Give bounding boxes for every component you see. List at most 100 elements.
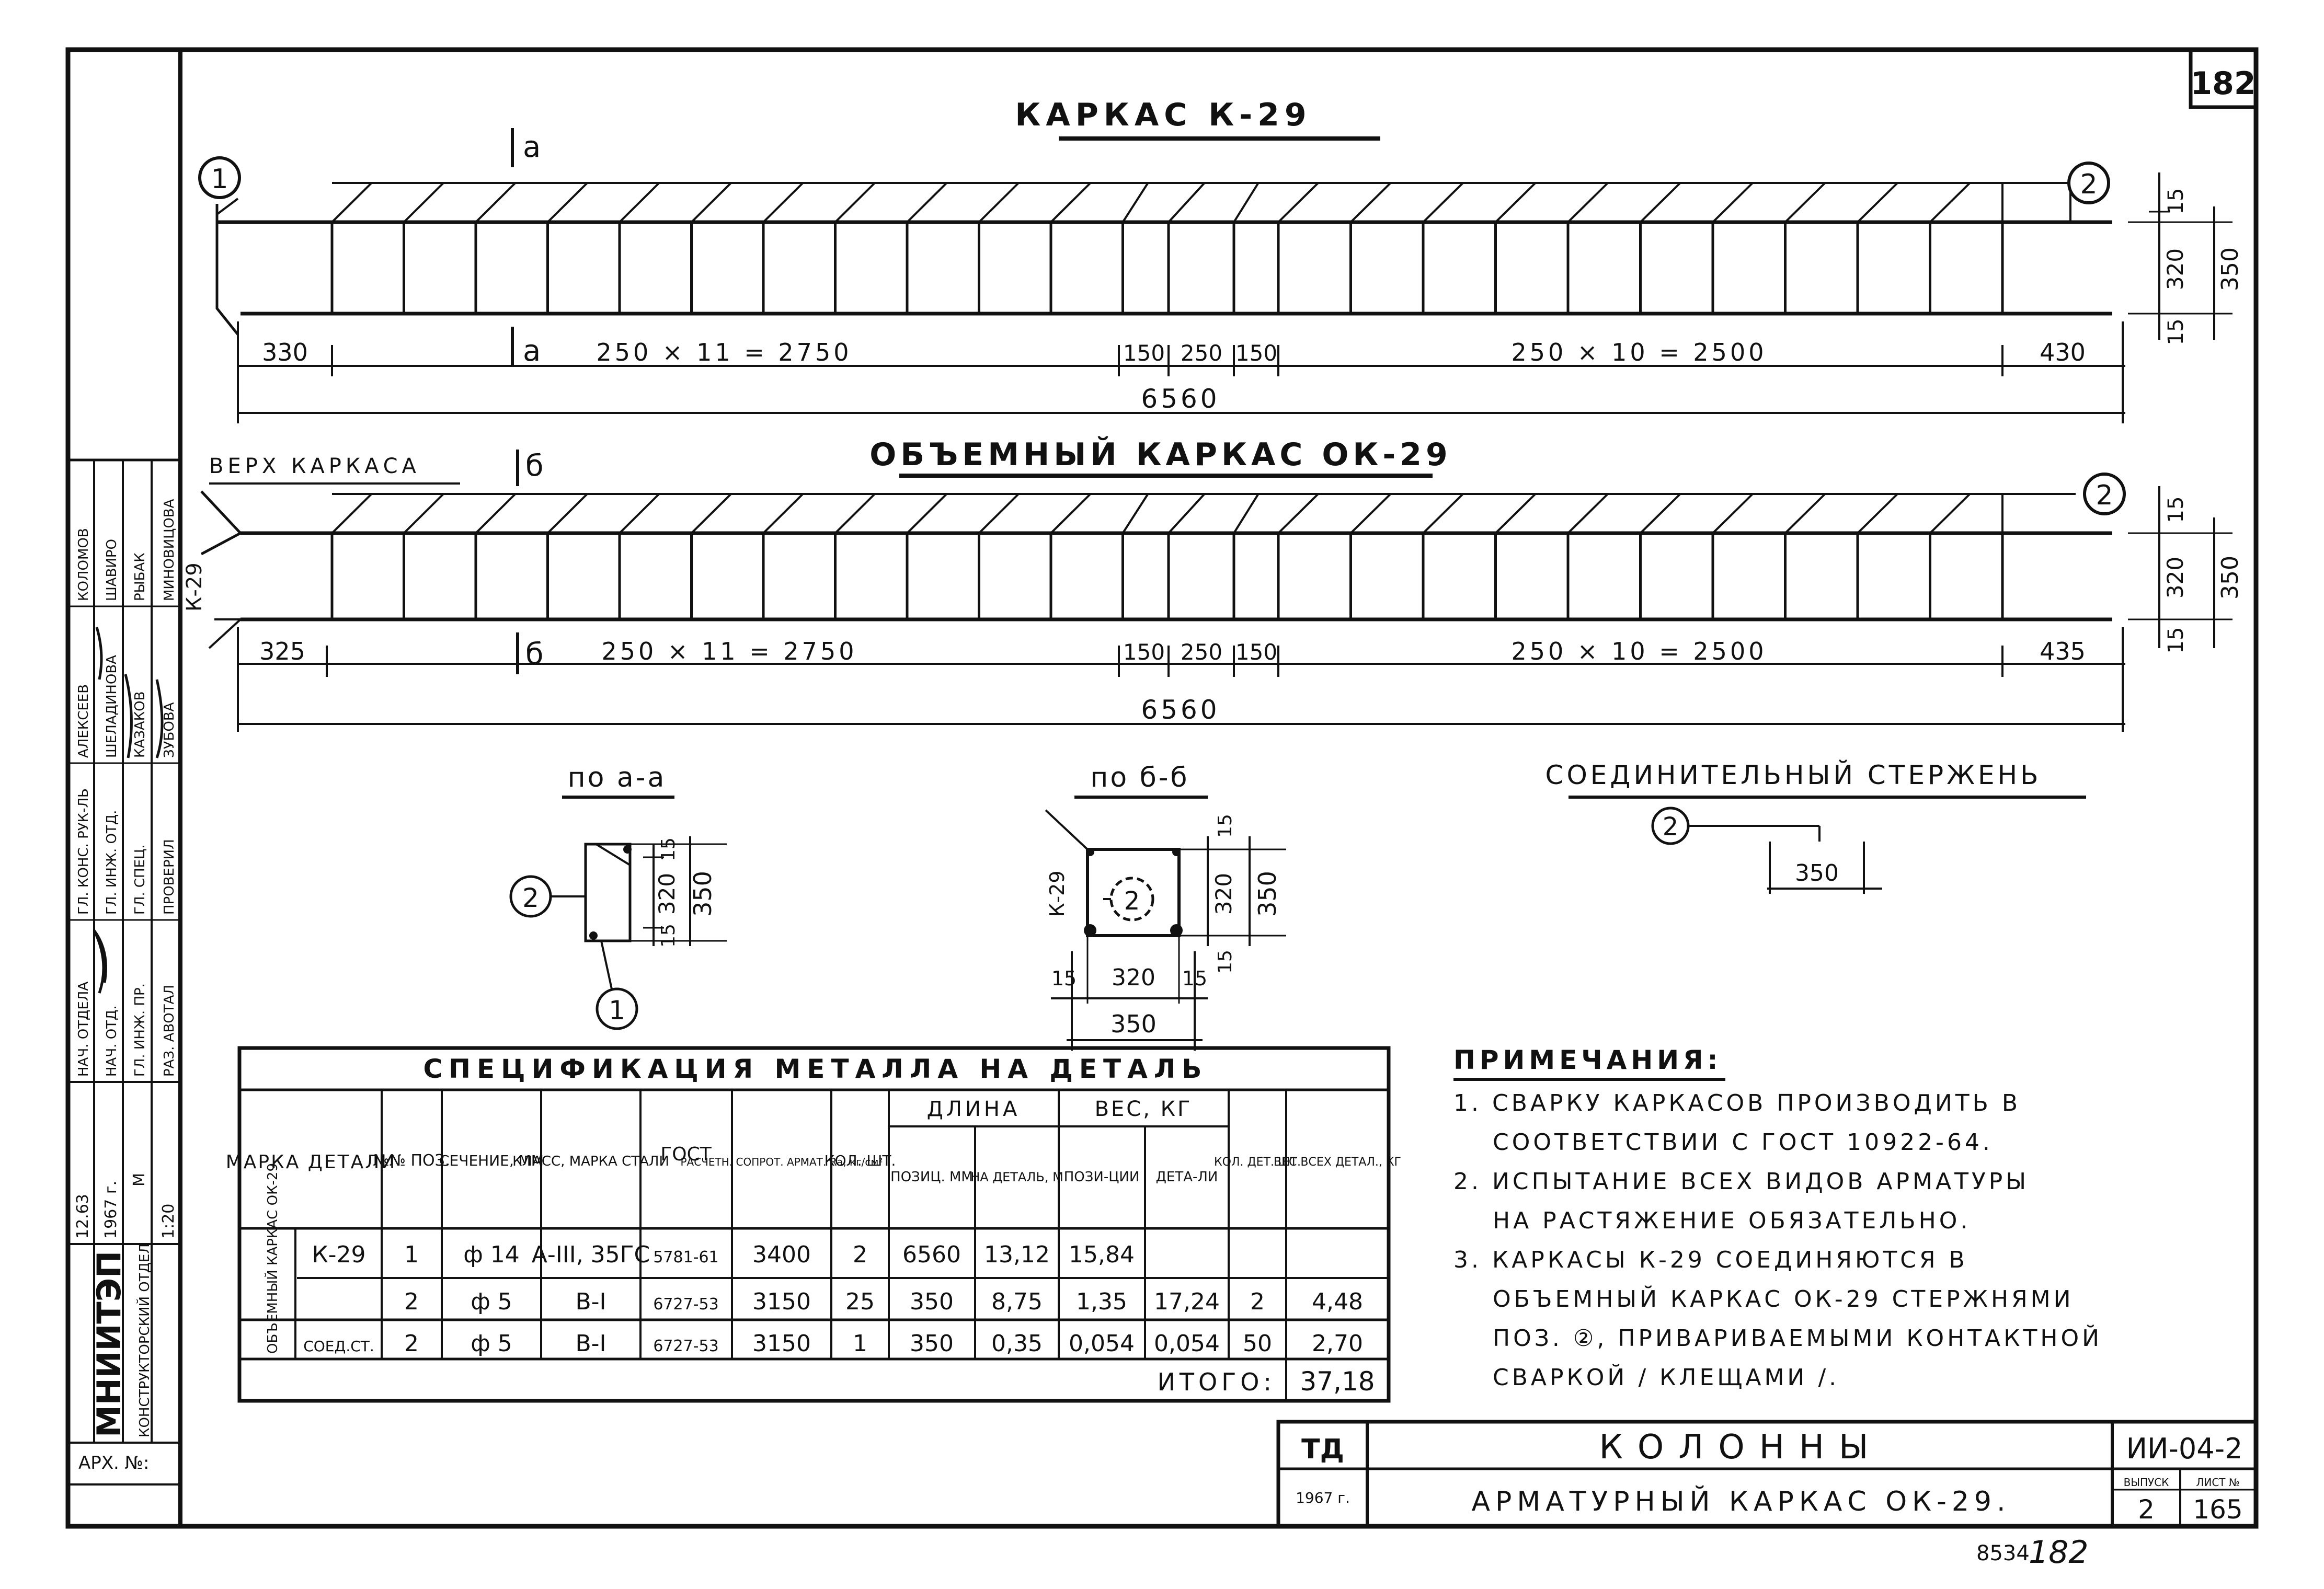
ok29-diagonal-bar — [1233, 493, 1260, 534]
stamp-name-7: ЗУБОВА — [162, 702, 177, 758]
spec-cell-pos: 2 — [404, 1330, 419, 1357]
notes-line-3: 2. ИСПЫТАНИЕ ВСЕХ ВИДОВ АРМАТУРЫ — [1453, 1168, 2029, 1195]
ok29-diagonal-bar — [1640, 493, 1681, 534]
k29-h-mid: 320 — [2162, 248, 2188, 290]
ok29-h-total: 350 — [2217, 556, 2243, 600]
section-bb-title: по б-б — [1090, 762, 1189, 793]
ok29-dim-2: 250 × 11 = 2750 — [602, 637, 857, 665]
k29-dimension-line — [237, 321, 2125, 423]
k29-diagonal-bar — [1640, 182, 1681, 223]
k29-dim-2: 250 × 11 = 2750 — [597, 338, 852, 366]
k29-vertical-dims — [2128, 172, 2233, 340]
notes-line-4: НА РАСТЯЖЕНИЕ ОБЯЗАТЕЛЬНО. — [1493, 1207, 1971, 1234]
ok29-diagonal-bar — [1167, 493, 1206, 534]
section-aa-d-total: 350 — [689, 871, 717, 917]
section-bb-pos-center: 2 — [1124, 886, 1140, 916]
ok29-diagonal-bar — [1121, 493, 1149, 534]
pos-bubble-2 — [2067, 162, 2110, 204]
spec-header-marka: МАРКА ДЕТАЛИ — [226, 1152, 397, 1173]
ok29-diagonal-bar — [1712, 493, 1754, 534]
spec-cell-ra: 3400 — [752, 1241, 811, 1268]
k29-diagonal-bar — [1233, 182, 1260, 223]
ok29-diagonal-bar — [1050, 493, 1092, 534]
spec-cell-pos: 2 — [404, 1288, 419, 1315]
ok29-diagonal-bar — [331, 493, 373, 534]
corner-note: 8534 — [1976, 1541, 2030, 1565]
spec-cell-pos: 1 — [404, 1241, 419, 1268]
k29-diagonal-bar — [691, 182, 732, 223]
spec-cell-ddet: 8,75 — [991, 1288, 1043, 1315]
spec-cell-gost: 5781-61 — [653, 1248, 718, 1266]
spec-header-dlina-pos: ПОЗИЦ. ММ — [890, 1169, 973, 1185]
spec-cell-vall: 2,70 — [1312, 1330, 1363, 1357]
k29-dim-7: 430 — [2040, 338, 2086, 366]
stamp-year: 1967 г. — [102, 1181, 120, 1239]
section-aa: по а-а — [509, 762, 727, 1030]
spec-header-ves-pos: ПОЗИ-ЦИИ — [1064, 1169, 1140, 1185]
spec-cell-gost: 6727-53 — [653, 1295, 718, 1314]
notes-title: ПРИМЕЧАНИЯ: — [1453, 1045, 1722, 1075]
spec-cell-sech: ф 5 — [471, 1288, 512, 1315]
spec-cell-klass: В-I — [575, 1288, 606, 1315]
connector-rod: СОЕДИНИТЕЛЬНЫЙ СТЕРЖЕНЬ — [1545, 759, 2086, 894]
pos-bubble-2b-label: 2 — [2096, 480, 2113, 511]
k29-side-label: К-29 — [182, 562, 207, 612]
k29-dim-6: 250 × 10 = 2500 — [1512, 338, 1767, 366]
spec-cell-marka: К-29 — [312, 1241, 365, 1268]
stamp-role-7: РАЗ. АВОТАЛ — [162, 985, 177, 1077]
spec-table — [237, 1046, 1391, 1403]
spec-cell-vall: 4,48 — [1312, 1288, 1363, 1315]
spec-header-kol-det: КОЛ. ДЕТ. ШТ. — [1214, 1156, 1301, 1169]
stamp-scale-m: М — [130, 1173, 148, 1187]
ok29-diagonal-bar — [403, 493, 444, 534]
stamp-name-5: КАЗАКОВ — [132, 692, 148, 758]
spec-cell-klass: В-I — [575, 1330, 606, 1357]
spec-header-pos: №№ ПОЗ. — [373, 1152, 450, 1170]
k29-diagonal-bar — [1167, 182, 1206, 223]
stamp-date: 12.63 — [74, 1194, 92, 1239]
spec-cell-sech: ф 5 — [471, 1330, 512, 1357]
stamp-strip: НАЧ. ОТДЕЛА ГЛ. КОНС. РУК-ЛЬ НАЧ. ОТД. Г… — [66, 458, 182, 1528]
title-block-name1: КОЛОННЫ — [1599, 1428, 1883, 1467]
stamp-role-3: НАЧ. ОТД. — [104, 1005, 120, 1077]
spec-cell-klass: А-III, 35ГС — [532, 1241, 650, 1268]
pos-bubble-1 — [198, 156, 241, 199]
spec-cell-marka: СОЕД.СТ. — [303, 1338, 374, 1355]
section-bb-d-total: 350 — [1253, 871, 1281, 917]
k29-dim-total: 6560 — [1141, 384, 1220, 414]
spec-cell-vdet: 17,24 — [1154, 1288, 1220, 1315]
ok29-diagonal-bar — [619, 493, 660, 534]
k29-diagonal-bar — [619, 182, 660, 223]
ok29-diagonal-bar — [547, 493, 588, 534]
stamp-role-6: ГЛ. СПЕЦ. — [132, 844, 148, 915]
pos-bubble-1-label: 1 — [211, 164, 228, 195]
k29-h-top: 15 — [2164, 188, 2188, 215]
ok29-diagonal-bar — [1277, 493, 1319, 534]
spec-header-rasch: РАСЧЕТН. СОПРОТ. АРМАТ. Ra, кг/см² — [681, 1156, 883, 1168]
k29-h-total: 350 — [2217, 247, 2243, 291]
k29-diagonal-bar — [1121, 182, 1149, 223]
spec-header-gost: ГОСТ — [660, 1144, 712, 1165]
spec-cell-kol: 1 — [853, 1330, 867, 1357]
stamp-scale: 1:20 — [159, 1204, 178, 1239]
title-block-year: 1967 г. — [1296, 1489, 1350, 1506]
ok29-dim-1: 325 — [259, 637, 305, 665]
title-block-vypusk-label: ВЫПУСК — [2124, 1476, 2169, 1489]
k29-diagonal-bar — [978, 182, 1020, 223]
ok29-diagonal-bar — [906, 493, 948, 534]
section-bb-w-mid: 320 — [1112, 964, 1155, 991]
spec-header-dlina: ДЛИНА — [927, 1097, 1021, 1121]
section-aa-d-mid: 320 — [654, 873, 680, 915]
stamp-institute: МНИИТЭП — [90, 1251, 128, 1437]
section-aa-title: по а-а — [568, 762, 667, 793]
stamp-role-5: ГЛ. ИНЖ. ПР. — [132, 983, 148, 1077]
k29-diagonal-bar — [1350, 182, 1392, 223]
k29-diagonal-bar — [906, 182, 948, 223]
notes-line-7: ПОЗ. ②, ПРИВАРИВАЕМЫМИ КОНТАКТНОЙ — [1493, 1324, 2102, 1352]
k29-elevation — [215, 182, 2112, 336]
spec-cell-sech: ф 14 — [463, 1241, 520, 1268]
spec-cell-dpos: 6560 — [902, 1241, 961, 1268]
ok29-dim-3: 150 — [1123, 639, 1165, 665]
section-bb-d-bot: 15 — [1215, 950, 1236, 974]
